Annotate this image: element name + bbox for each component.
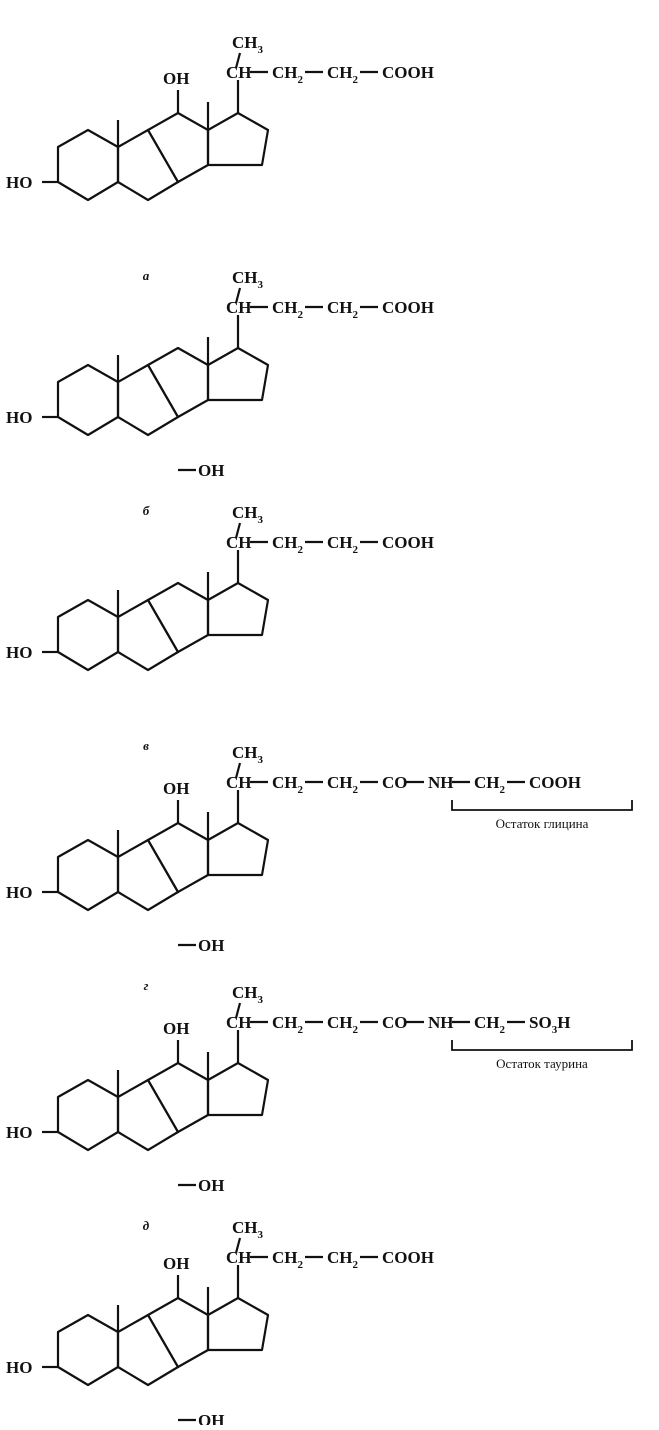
ring-3 xyxy=(146,821,210,894)
caption: б xyxy=(143,503,150,518)
chain-group-2: CH2 xyxy=(272,298,304,321)
hydroxyl-7: OH xyxy=(198,461,224,480)
chain-group-5: NH xyxy=(428,773,454,792)
caption: в xyxy=(143,738,149,753)
chain-group-4: CO xyxy=(382,1013,408,1032)
methyl-label: CH3 xyxy=(232,33,264,56)
molecule-6: HOOHOHCH3CHCH2CH2COOHе xyxy=(6,1218,434,1430)
bond-c20-c21 xyxy=(234,1002,242,1019)
bond-c20-c21 xyxy=(234,52,242,69)
bond-c20-c21 xyxy=(234,1237,242,1254)
chain-group-4: COOH xyxy=(382,298,434,317)
chain-group-3: CH2 xyxy=(327,1248,359,1271)
caption: а xyxy=(143,268,150,283)
chain-group-1: CH xyxy=(226,63,252,82)
hydroxyl-12: OH xyxy=(163,69,189,88)
caption: д xyxy=(143,1218,150,1233)
hydroxyl-3: HO xyxy=(6,173,32,192)
methyl-label: CH3 xyxy=(232,983,264,1006)
chain-group-3: CH2 xyxy=(327,773,359,796)
ring-1 xyxy=(56,1078,120,1152)
ring-3 xyxy=(146,1061,210,1134)
residue-label: Остаток таурина xyxy=(496,1056,588,1071)
ring-1 xyxy=(56,598,120,672)
chain-group-1: CH xyxy=(226,773,252,792)
chain-group-1: CH xyxy=(226,1013,252,1032)
hydroxyl-3: HO xyxy=(6,883,32,902)
methyl-label: CH3 xyxy=(232,503,264,526)
bond-c20-c21 xyxy=(234,522,242,539)
ring-2 xyxy=(116,128,180,202)
ring-3 xyxy=(146,1296,210,1369)
chain-group-5: NH xyxy=(428,1013,454,1032)
chain-group-4: COOH xyxy=(382,533,434,552)
ring-2 xyxy=(116,838,180,912)
ring-2 xyxy=(116,1313,180,1387)
residue-bracket xyxy=(451,1040,633,1051)
residue-label: Остаток глицина xyxy=(496,816,589,831)
chain-group-4: CO xyxy=(382,773,408,792)
hydroxyl-12: OH xyxy=(163,1019,189,1038)
chain-group-3: CH2 xyxy=(327,63,359,86)
chain-group-1: CH xyxy=(226,1248,252,1267)
chain-group-4: COOH xyxy=(382,1248,434,1267)
ring-2 xyxy=(116,598,180,672)
chain-group-2: CH2 xyxy=(272,773,304,796)
chain-group-6: CH2 xyxy=(474,773,506,796)
methyl-label: CH3 xyxy=(232,743,264,766)
bond-c20-c21 xyxy=(234,287,242,304)
ring-4 xyxy=(206,581,270,637)
residue-bracket xyxy=(451,800,633,811)
chain-group-7: COOH xyxy=(529,773,581,792)
hydroxyl-3: HO xyxy=(6,643,32,662)
ring-1 xyxy=(56,1313,120,1387)
methyl-label: CH3 xyxy=(232,1218,264,1241)
hydroxyl-12: OH xyxy=(163,779,189,798)
hydroxyl-7: OH xyxy=(198,1411,224,1425)
ring-1 xyxy=(56,128,120,202)
ring-3 xyxy=(146,581,210,654)
chain-group-3: CH2 xyxy=(327,533,359,556)
chain-group-3: CH2 xyxy=(327,1013,359,1036)
chain-group-6: CH2 xyxy=(474,1013,506,1036)
ring-4 xyxy=(206,821,270,877)
ring-2 xyxy=(116,363,180,437)
hydroxyl-3: HO xyxy=(6,1123,32,1142)
ring-4 xyxy=(206,1296,270,1352)
hydroxyl-7: OH xyxy=(198,1176,224,1195)
chain-group-1: CH xyxy=(226,298,252,317)
ring-1 xyxy=(56,838,120,912)
bond-c20-c21 xyxy=(234,762,242,779)
ring-4 xyxy=(206,111,270,167)
chain-group-3: CH2 xyxy=(327,298,359,321)
ring-4 xyxy=(206,1061,270,1117)
chain-group-2: CH2 xyxy=(272,63,304,86)
hydroxyl-7: OH xyxy=(198,936,224,955)
chain-group-7: SO3H xyxy=(529,1013,570,1036)
hydroxyl-3: HO xyxy=(6,408,32,427)
chain-group-2: CH2 xyxy=(272,1248,304,1271)
ring-2 xyxy=(116,1078,180,1152)
chain-group-4: COOH xyxy=(382,63,434,82)
hydroxyl-3: HO xyxy=(6,1358,32,1377)
hydroxyl-12: OH xyxy=(163,1254,189,1273)
chain-group-2: CH2 xyxy=(272,533,304,556)
caption: г xyxy=(144,978,149,993)
ring-3 xyxy=(146,111,210,184)
ring-3 xyxy=(146,346,210,419)
methyl-label: CH3 xyxy=(232,268,264,291)
chain-group-2: CH2 xyxy=(272,1013,304,1036)
chain-group-1: CH xyxy=(226,533,252,552)
ring-4 xyxy=(206,346,270,402)
ring-1 xyxy=(56,363,120,437)
